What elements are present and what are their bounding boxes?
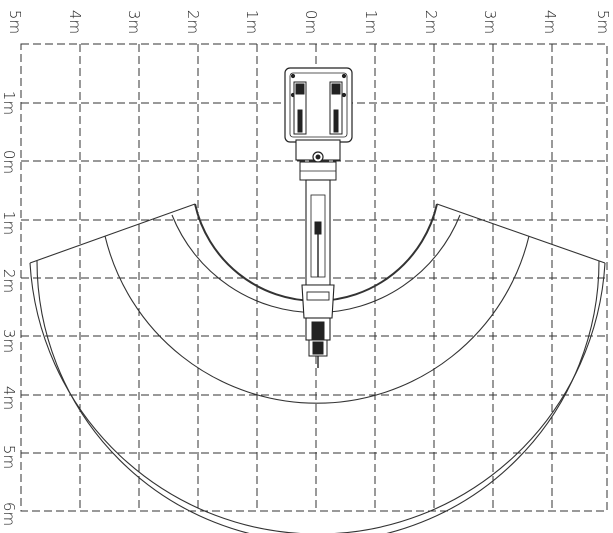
- outer-reach-arc-inner: [36, 260, 600, 533]
- top-axis-label: 4m: [541, 10, 559, 34]
- top-axis-label: 1m: [362, 10, 380, 34]
- top-axis: 5m 4m 3m 2m 1m 0m 1m 2m 3m 4m 5m: [6, 10, 612, 34]
- left-axis-label: 5m: [0, 445, 18, 469]
- left-axis-label: 3m: [0, 329, 18, 353]
- top-axis-label: 2m: [184, 10, 202, 34]
- base-plate-inner: [289, 72, 348, 138]
- base-cylinder-right-cap: [331, 83, 341, 95]
- top-axis-label: 3m: [481, 10, 499, 34]
- left-axis-label: 6m: [0, 502, 18, 526]
- left-axis-label: 4m: [0, 386, 18, 410]
- dipper-arm: [301, 284, 335, 319]
- tool-head-core: [311, 321, 325, 341]
- machine-top-view: [284, 67, 353, 368]
- outer-reach-edge-right: [436, 203, 606, 264]
- slew-pin-center: [315, 154, 321, 160]
- dipper-clamp: [306, 291, 330, 301]
- outer-reach-edge-left: [29, 203, 196, 264]
- mount-hole: [341, 73, 347, 79]
- left-axis: 1m 0m 1m 2m 3m 4m 5m 6m: [0, 91, 18, 526]
- top-axis-label: 5m: [594, 10, 612, 34]
- mount-hole: [341, 92, 347, 98]
- left-axis-label: 1m: [0, 91, 18, 115]
- top-axis-label: 3m: [125, 10, 143, 34]
- base-cylinder-right: [329, 81, 343, 135]
- left-axis-label: 2m: [0, 269, 18, 293]
- top-axis-label: 5m: [6, 10, 24, 34]
- left-axis-label: 0m: [0, 150, 18, 174]
- left-axis-label: 1m: [0, 211, 18, 235]
- top-axis-label: 1m: [243, 10, 261, 34]
- base-cylinder-left-cap: [295, 83, 305, 95]
- tool-tip-core: [312, 341, 324, 355]
- top-axis-label: 2m: [422, 10, 440, 34]
- base-cylinder-left: [293, 81, 307, 135]
- top-axis-label: 4m: [66, 10, 84, 34]
- mount-hole: [290, 73, 296, 79]
- base-cylinder-left-rod: [297, 109, 303, 133]
- boom-ram: [314, 221, 322, 235]
- middle-reach-arc: [104, 235, 530, 404]
- top-axis-label: 0m: [302, 10, 320, 34]
- base-cylinder-right-rod: [333, 109, 339, 133]
- reach-envelope: [29, 203, 606, 533]
